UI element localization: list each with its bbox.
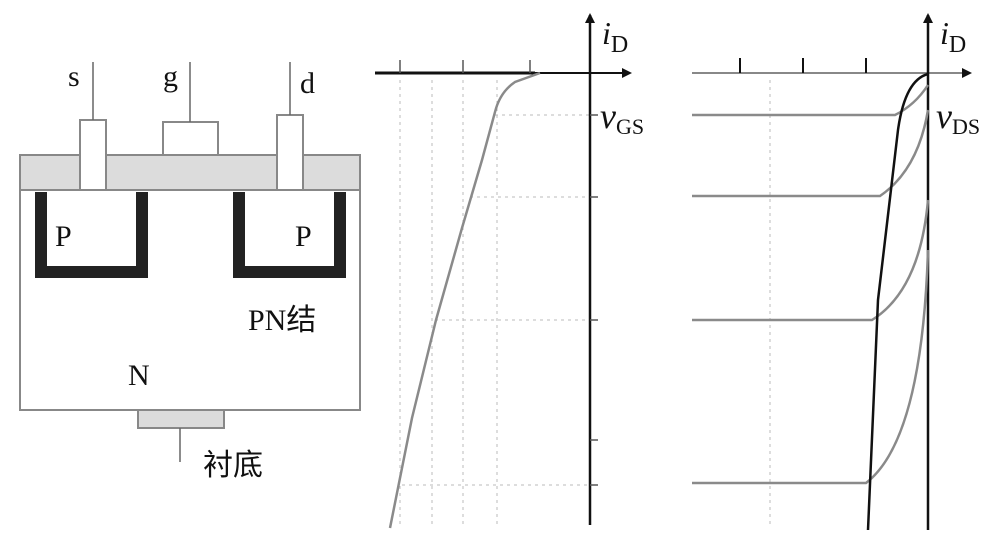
source-label: s [68,60,80,93]
output-characteristic: iD vDS [692,13,980,531]
p-well-left-junction [35,192,148,278]
p-region-right-label: P [295,220,312,253]
substrate-contact [137,409,225,429]
oxide-layer [19,154,361,191]
gate-contact [162,121,219,156]
axis-ticks [399,60,598,486]
output-curve-4 [692,249,930,485]
output-curve-3 [692,199,930,322]
x-axis-label: vGS [600,96,644,139]
output-curve-1 [692,84,930,117]
transfer-characteristic: iD vGS [375,13,644,529]
transfer-curve [388,71,541,529]
drain-contact [276,114,304,191]
p-well-right-junction [233,192,346,278]
n-substrate-body [19,154,361,411]
y-axis-label: iD [940,15,966,58]
pn-junction-label: PN结 [248,304,316,337]
source-contact [79,119,107,191]
x-axis-label: vDS [936,96,980,139]
p-region-left-label: P [55,220,72,253]
gate-label: g [163,60,178,93]
pinch-off-boundary-curve [866,72,929,531]
substrate-label: 衬底 [203,449,263,482]
drain-label: d [300,67,315,100]
n-region-label: N [128,359,150,392]
axis-ticks [739,58,867,73]
device-cross-section: s g d P P PN结 N 衬底 [19,60,361,482]
output-curve-2 [692,109,930,198]
grid-lines [399,80,590,525]
y-axis-label: iD [602,15,628,58]
